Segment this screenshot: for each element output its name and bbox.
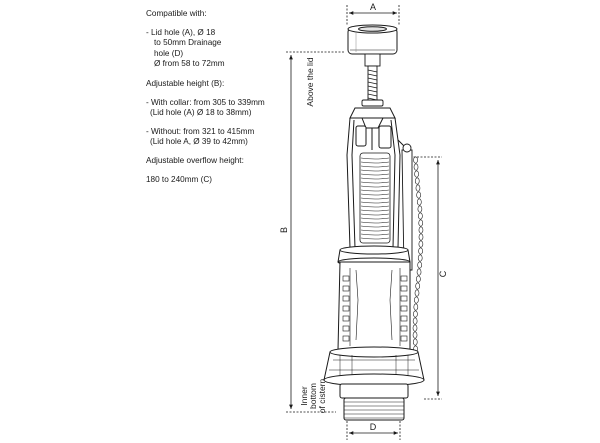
body-rib	[400, 315, 408, 322]
compatible-line-2: to 50mm Drainage	[154, 38, 222, 48]
body-rib	[400, 325, 408, 332]
compatible-line-1: - Lid hole (A), Ø 18	[146, 27, 216, 37]
tube-rib	[360, 197, 390, 200]
body-rib	[342, 275, 350, 282]
adjuster-rail	[401, 143, 424, 367]
body-rib	[400, 295, 408, 302]
body-rib	[342, 305, 350, 312]
chain-link	[412, 338, 418, 346]
label-b: B	[279, 227, 289, 233]
tube-rib	[360, 201, 390, 204]
chain-link	[413, 163, 419, 171]
body-rib	[342, 285, 350, 292]
tube-rib	[360, 173, 390, 176]
body-rib	[400, 275, 408, 282]
chain-link	[414, 177, 420, 185]
chain-link	[417, 205, 423, 213]
inner-bottom-line-2: bottom	[308, 383, 318, 409]
chain-link	[413, 310, 418, 318]
threaded-rod	[361, 53, 384, 107]
tube-rib	[360, 221, 390, 224]
tube-rib	[360, 157, 390, 160]
chain-link	[418, 233, 424, 241]
label-c: C	[438, 270, 448, 277]
label-d: D	[370, 422, 377, 432]
compatible-title: Compatible with:	[146, 9, 207, 18]
compatible-line-4: Ø from 58 to 72mm	[154, 59, 225, 69]
tube-rib	[360, 169, 390, 172]
chain-link	[416, 191, 421, 199]
label-a: A	[370, 2, 376, 12]
tube-rib	[360, 165, 390, 168]
chain-link	[415, 282, 420, 290]
tube-rib	[360, 205, 390, 208]
chain-link	[418, 247, 423, 255]
body-rib	[400, 335, 408, 342]
chain-link	[413, 156, 418, 164]
dimension-b	[286, 51, 345, 413]
chain-link	[418, 226, 424, 234]
chain-link	[418, 240, 424, 248]
tube-rib	[360, 213, 390, 216]
spec-text: Compatible with: - Lid hole (A), Ø 18 to…	[146, 9, 265, 185]
tube-rib	[360, 181, 390, 184]
chain-link	[412, 324, 418, 332]
chain-link	[418, 219, 424, 227]
chain-link	[412, 331, 418, 339]
collar-line-1: - With collar: from 305 to 339mm	[146, 97, 265, 107]
tube-rib	[360, 237, 390, 240]
inner-bottom-line-1: Inner	[299, 386, 309, 406]
chain-link	[416, 275, 421, 283]
threaded-base	[339, 383, 409, 421]
push-button-cap	[347, 24, 398, 55]
body-rib	[342, 335, 350, 342]
chain-link	[413, 303, 419, 311]
tube-rib	[360, 229, 390, 232]
inner-bottom-label: Inner bottom of cistern	[299, 378, 327, 413]
chain-link	[414, 296, 419, 304]
chain-link	[414, 289, 420, 297]
without-line-2: (Lid hole A, Ø 39 to 42mm)	[150, 137, 248, 147]
above-lid-label: Above the lid	[305, 57, 315, 106]
chain-link	[412, 317, 418, 325]
overflow-title: Adjustable overflow height:	[146, 155, 244, 165]
without-line-1: - Without: from 321 to 415mm	[146, 126, 255, 136]
height-title: Adjustable height (B):	[146, 78, 225, 88]
body-rib	[342, 315, 350, 322]
tube-rib	[360, 185, 390, 188]
tube-rib	[360, 193, 390, 196]
tube-rib	[360, 161, 390, 164]
tube-rib	[360, 233, 390, 236]
chain-link	[417, 261, 422, 269]
body-rib	[400, 285, 408, 292]
chain-link	[415, 184, 421, 192]
body-rib	[342, 325, 350, 332]
overflow-tube	[359, 152, 391, 244]
tube-rib	[360, 209, 390, 212]
body-rib	[400, 305, 408, 312]
inner-bottom-line-3: of cistern	[317, 378, 327, 413]
overflow-range: 180 to 240mm (C)	[146, 174, 212, 184]
chain-link	[417, 198, 422, 206]
tube-rib	[360, 217, 390, 220]
collar-line-2: (Lid hole (A) Ø 18 to 38mm)	[150, 108, 252, 118]
valve-body	[337, 261, 411, 351]
compatible-line-3: hole (D)	[154, 48, 184, 58]
dimension-a	[346, 5, 400, 26]
tube-rib	[360, 225, 390, 228]
chain-link	[414, 170, 419, 178]
chain-link	[417, 254, 423, 262]
tube-rib	[360, 189, 390, 192]
chain-link	[416, 268, 422, 276]
tube-rib	[360, 177, 390, 180]
seal-housing	[323, 346, 425, 387]
chain-link	[418, 212, 423, 220]
body-rib	[342, 295, 350, 302]
